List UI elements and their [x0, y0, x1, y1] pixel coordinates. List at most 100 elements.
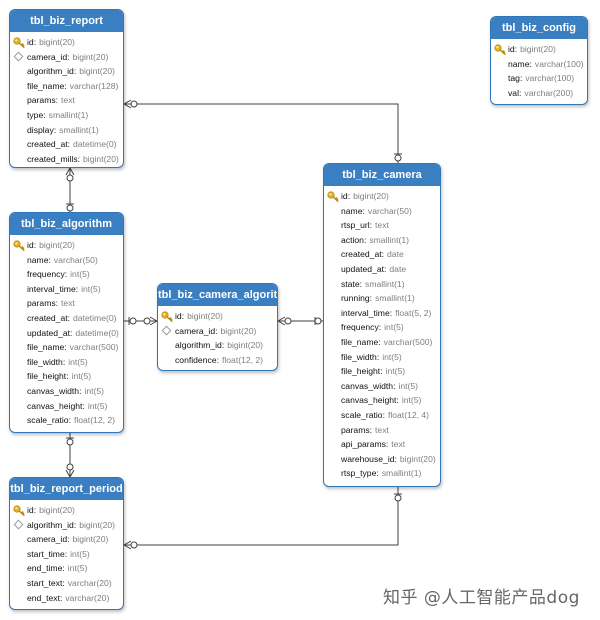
column-row[interactable]: created_at:datetime(0) [10, 137, 123, 152]
table-title: tbl_biz_report [10, 10, 123, 32]
column-list: id:bigint(20)name:varchar(50)rtsp_url:te… [324, 186, 440, 485]
column-row[interactable]: params:text [324, 423, 440, 438]
column-row[interactable]: id:bigint(20) [324, 189, 440, 204]
column-row[interactable]: interval_time:int(5) [10, 282, 123, 297]
column-row[interactable]: frequency:int(5) [324, 320, 440, 335]
foreign-key-diamond-icon [10, 519, 27, 530]
table-tbl-biz-camera-algorithm[interactable]: tbl_biz_camera_algorithmid:bigint(20)cam… [157, 283, 278, 371]
primary-key-icon [324, 191, 341, 202]
column-row[interactable]: camera_id:bigint(20) [10, 50, 123, 65]
column-name: canvas_width [27, 385, 80, 396]
column-separator: : [347, 191, 351, 201]
column-row[interactable]: confidence:float(12, 2) [158, 353, 277, 368]
column-row[interactable]: scale_ratio:float(12, 2) [10, 413, 123, 428]
column-row[interactable]: val:varchar(200) [491, 86, 587, 101]
column-row[interactable]: state:smallint(1) [324, 277, 440, 292]
column-separator: : [382, 409, 385, 420]
column-row[interactable]: file_name:varchar(128) [10, 79, 123, 94]
column-row[interactable]: id:bigint(20) [10, 238, 123, 253]
column-name: params [341, 424, 370, 435]
column-separator: : [79, 385, 82, 396]
column-row[interactable]: file_height:int(5) [10, 369, 123, 384]
column-row[interactable]: file_width:int(5) [324, 350, 440, 365]
column-row[interactable]: camera_id:bigint(20) [10, 532, 123, 547]
column-separator: : [73, 66, 77, 77]
column-row[interactable]: end_text:varchar(20) [10, 591, 123, 606]
column-type: smallint(1) [369, 234, 409, 245]
column-row[interactable]: end_time:int(5) [10, 561, 123, 576]
column-row[interactable]: file_width:int(5) [10, 355, 123, 370]
column-separator: : [75, 283, 79, 294]
column-row[interactable]: id:bigint(20) [491, 42, 587, 57]
column-row[interactable]: algorithm_id:bigint(20) [10, 518, 123, 533]
column-type: date [389, 263, 407, 274]
column-row[interactable]: canvas_width:int(5) [10, 384, 123, 399]
column-row[interactable]: algorithm_id:bigint(20) [158, 338, 277, 353]
column-row[interactable]: name:varchar(50) [324, 204, 440, 219]
column-row[interactable]: type:smallint(1) [10, 108, 123, 123]
column-row[interactable]: name:varchar(50) [10, 253, 123, 268]
column-row[interactable]: params:text [10, 296, 123, 311]
column-row[interactable]: canvas_width:int(5) [324, 379, 440, 394]
column-separator: : [62, 356, 66, 367]
column-name: file_height [341, 366, 381, 377]
column-row[interactable]: warehouse_id:bigint(20) [324, 452, 440, 467]
column-separator: : [33, 240, 37, 250]
column-type: int(5) [68, 356, 88, 367]
column-row[interactable]: frequency:int(5) [10, 267, 123, 282]
column-name: warehouse_id [341, 453, 395, 464]
column-row[interactable]: running:smallint(1) [324, 291, 440, 306]
column-row[interactable]: start_time:int(5) [10, 547, 123, 562]
column-type: bigint(20) [520, 44, 556, 54]
column-row[interactable]: start_text:varchar(20) [10, 576, 123, 591]
column-row[interactable]: updated_at:date [324, 262, 440, 277]
column-row[interactable]: rtsp_url:text [324, 218, 440, 233]
column-separator: : [384, 263, 387, 274]
column-row[interactable]: file_name:varchar(500) [10, 340, 123, 355]
column-row[interactable]: file_name:varchar(500) [324, 335, 440, 350]
column-row[interactable]: id:bigint(20) [10, 35, 123, 50]
column-row[interactable]: api_params:text [324, 437, 440, 452]
column-row[interactable]: file_height:int(5) [324, 364, 440, 379]
column-separator: : [82, 400, 85, 411]
column-name: camera_id [27, 51, 68, 62]
column-row[interactable]: canvas_height:int(5) [10, 399, 123, 414]
column-name: scale_ratio [27, 415, 69, 426]
column-type: float(12, 2) [73, 415, 116, 426]
column-type: varchar(200) [524, 87, 574, 98]
column-separator: : [64, 342, 67, 353]
column-separator: : [369, 293, 373, 304]
column-separator: : [67, 534, 70, 545]
column-row[interactable]: display:smallint(1) [10, 123, 123, 138]
column-row[interactable]: id:bigint(20) [158, 309, 277, 324]
column-row[interactable]: created_mills:bigint(20) [10, 152, 123, 167]
column-row[interactable]: updated_at:datetime(0) [10, 326, 123, 341]
column-row[interactable]: created_at:date [324, 247, 440, 262]
column-row[interactable]: interval_time:float(5, 2) [324, 306, 440, 321]
column-row[interactable]: canvas_height:int(5) [324, 393, 440, 408]
column-row[interactable]: tag:varchar(100) [491, 71, 587, 86]
column-row[interactable]: id:bigint(20) [10, 503, 123, 518]
column-type: datetime(0) [73, 312, 117, 323]
column-name: created_at [27, 139, 68, 150]
column-name: id [27, 37, 34, 47]
column-row[interactable]: algorithm_id:bigint(20) [10, 64, 123, 79]
column-row[interactable]: rtsp_type:smallint(1) [324, 466, 440, 481]
column-row[interactable]: action:smallint(1) [324, 233, 440, 248]
column-row[interactable]: created_at:datetime(0) [10, 311, 123, 326]
column-separator: : [33, 505, 37, 515]
column-row[interactable]: params:text [10, 93, 123, 108]
column-type: text [375, 220, 389, 231]
column-row[interactable]: name:varchar(100) [491, 57, 587, 72]
column-separator: : [378, 336, 381, 347]
column-row[interactable]: scale_ratio:float(12, 4) [324, 408, 440, 423]
crow-foot-icon [65, 463, 75, 478]
column-row[interactable]: camera_id:bigint(20) [158, 324, 277, 339]
column-list: id:bigint(20)camera_id:bigint(20)algorit… [10, 32, 123, 167]
column-separator: : [378, 322, 382, 333]
